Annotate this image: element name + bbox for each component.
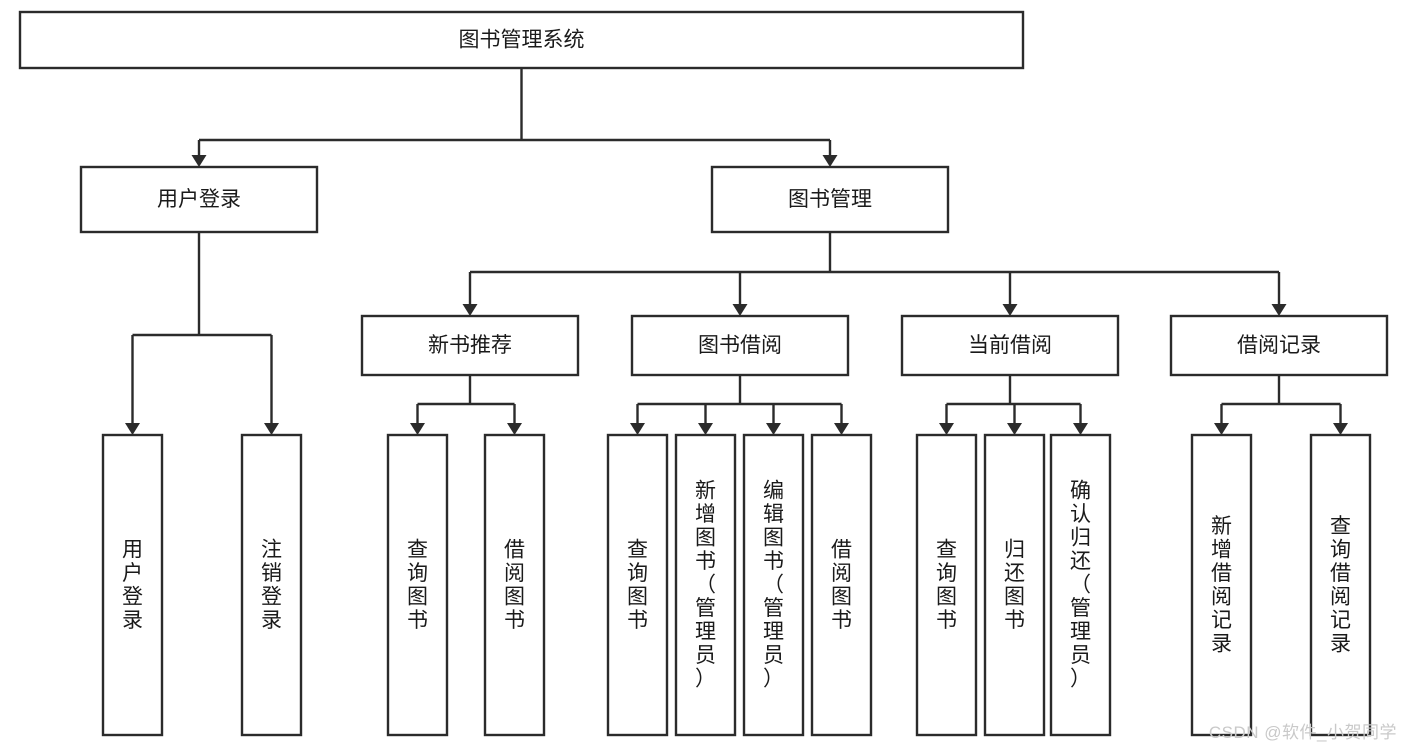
leaf-leaf-query-book-1-label: 查询图书 xyxy=(407,538,428,632)
node-borrow-records-label: 借阅记录 xyxy=(1237,334,1321,357)
node-book-management-rect xyxy=(710,165,950,234)
leaf-leaf-edit-book-admin-rect xyxy=(742,433,805,737)
node-new-book-recommend[interactable]: 新书推荐 xyxy=(360,314,580,377)
leaf-leaf-query-book-1-rect xyxy=(386,433,449,737)
leaf-leaf-user-login-rect xyxy=(101,433,164,737)
node-user-login-label: 用户登录 xyxy=(157,188,241,211)
node-current-borrow-label: 当前借阅 xyxy=(968,334,1052,357)
leaf-leaf-add-borrow-record-rect xyxy=(1190,433,1253,737)
leaf-leaf-borrow-book-1[interactable]: 借阅图书 xyxy=(483,433,546,737)
leaf-leaf-user-login-label: 用户登录 xyxy=(122,538,143,632)
node-book-management-label: 图书管理 xyxy=(788,188,872,211)
leaf-leaf-query-book-3[interactable]: 查询图书 xyxy=(915,433,978,737)
node-book-borrow-label: 图书借阅 xyxy=(698,334,782,357)
connector-lines xyxy=(125,68,1348,435)
leaf-leaf-query-book-1[interactable]: 查询图书 xyxy=(386,433,449,737)
leaf-leaf-add-book-admin-label: 新增图书（管理员） xyxy=(695,480,716,691)
leaf-leaf-query-borrow-record-rect xyxy=(1309,433,1372,737)
node-new-book-recommend-rect xyxy=(360,314,580,377)
node-current-borrow-rect xyxy=(900,314,1120,377)
leaf-leaf-borrow-book-2-label: 借阅图书 xyxy=(831,538,852,632)
leaf-leaf-return-book-label: 归还图书 xyxy=(1004,538,1025,632)
leaf-leaf-user-logout[interactable]: 注销登录 xyxy=(240,433,303,737)
node-book-borrow[interactable]: 图书借阅 xyxy=(630,314,850,377)
csdn-watermark: CSDN @软件_小贺同学 xyxy=(1208,723,1397,742)
leaf-leaf-borrow-book-2-rect xyxy=(810,433,873,737)
leaf-leaf-query-borrow-record[interactable]: 查询借阅记录 xyxy=(1309,433,1372,737)
leaf-leaf-add-book-admin[interactable]: 新增图书（管理员） xyxy=(674,433,737,737)
node-user-login-rect xyxy=(79,165,319,234)
node-borrow-records-rect xyxy=(1169,314,1389,377)
leaf-leaf-user-logout-label: 注销登录 xyxy=(261,538,282,632)
node-root-rect xyxy=(18,10,1025,70)
leaf-leaf-user-login[interactable]: 用户登录 xyxy=(101,433,164,737)
node-boxes: 图书管理系统用户登录图书管理用户登录注销登录新书推荐查询图书借阅图书图书借阅查询… xyxy=(18,10,1389,737)
leaf-leaf-confirm-return-admin-label: 确认归还（管理员） xyxy=(1070,480,1091,691)
leaf-leaf-confirm-return-admin-rect xyxy=(1049,433,1112,737)
leaf-leaf-user-logout-rect xyxy=(240,433,303,737)
node-user-login[interactable]: 用户登录 xyxy=(79,165,319,234)
leaf-leaf-return-book[interactable]: 归还图书 xyxy=(983,433,1046,737)
leaf-leaf-edit-book-admin[interactable]: 编辑图书（管理员） xyxy=(742,433,805,737)
leaf-leaf-query-book-2[interactable]: 查询图书 xyxy=(606,433,669,737)
node-book-borrow-rect xyxy=(630,314,850,377)
leaf-leaf-query-borrow-record-label: 查询借阅记录 xyxy=(1330,515,1351,656)
leaf-leaf-query-book-2-rect xyxy=(606,433,669,737)
node-root[interactable]: 图书管理系统 xyxy=(18,10,1025,70)
leaf-leaf-borrow-book-1-label: 借阅图书 xyxy=(504,538,525,632)
leaf-leaf-query-book-3-rect xyxy=(915,433,978,737)
node-borrow-records[interactable]: 借阅记录 xyxy=(1169,314,1389,377)
leaf-leaf-edit-book-admin-label: 编辑图书（管理员） xyxy=(763,480,784,691)
leaf-leaf-borrow-book-2[interactable]: 借阅图书 xyxy=(810,433,873,737)
leaf-leaf-add-borrow-record-label: 新增借阅记录 xyxy=(1211,515,1232,656)
leaf-leaf-confirm-return-admin[interactable]: 确认归还（管理员） xyxy=(1049,433,1112,737)
leaf-leaf-add-borrow-record[interactable]: 新增借阅记录 xyxy=(1190,433,1253,737)
leaf-leaf-borrow-book-1-rect xyxy=(483,433,546,737)
node-current-borrow[interactable]: 当前借阅 xyxy=(900,314,1120,377)
node-root-label: 图书管理系统 xyxy=(459,29,585,52)
leaf-leaf-return-book-rect xyxy=(983,433,1046,737)
node-new-book-recommend-label: 新书推荐 xyxy=(428,334,512,357)
node-book-management[interactable]: 图书管理 xyxy=(710,165,950,234)
leaf-leaf-add-book-admin-rect xyxy=(674,433,737,737)
leaf-leaf-query-book-2-label: 查询图书 xyxy=(627,538,648,632)
leaf-leaf-query-book-3-label: 查询图书 xyxy=(936,538,957,632)
